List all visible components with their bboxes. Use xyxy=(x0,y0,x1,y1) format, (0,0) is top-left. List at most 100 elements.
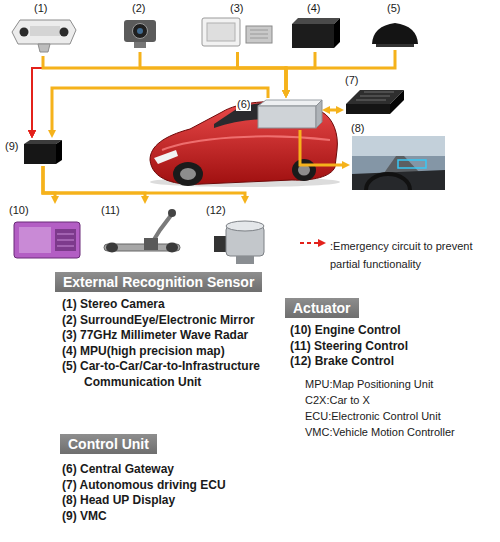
component-node: (8) xyxy=(350,122,445,190)
section-header-box: Actuator xyxy=(285,298,359,318)
list-item: (9) VMC xyxy=(62,509,292,525)
emergency-connector xyxy=(32,52,238,132)
ad-ecu-picture xyxy=(346,104,390,114)
surround-camera-picture xyxy=(124,20,156,48)
section-header-text: Actuator xyxy=(293,299,351,317)
abbreviation-note: ECU:Electronic Control Unit xyxy=(305,408,495,424)
brake-picture xyxy=(236,256,254,264)
callout-number: (2) xyxy=(131,2,146,15)
car-illustration xyxy=(162,136,330,150)
car-illustration xyxy=(173,162,203,186)
brake-picture xyxy=(214,236,226,252)
component-node: (4) xyxy=(288,2,342,52)
radar-picture xyxy=(202,18,272,46)
bus-connector xyxy=(238,52,287,92)
connector-group xyxy=(32,50,395,198)
hud-picture xyxy=(366,174,410,190)
legend-line-sample xyxy=(300,242,320,244)
list-item: (5) Car-to-Car/Car-to-Infrastructure Com… xyxy=(62,359,286,390)
bus-connector xyxy=(286,50,395,92)
component-node: (9) xyxy=(4,138,64,166)
ad-ecu-picture xyxy=(356,92,394,100)
hud-picture xyxy=(352,136,445,156)
bus-connector xyxy=(300,130,344,165)
abbreviation-note: VMC:Vehicle Motion Controller xyxy=(305,424,495,440)
gateway-picture xyxy=(258,100,322,128)
legend-text: :Emergency circuit to prevent partial fu… xyxy=(330,240,472,270)
label-column: (6) Central Gateway(7) Autonomous drivin… xyxy=(62,462,292,524)
component-node: (6) xyxy=(236,98,322,130)
callout-number: (5) xyxy=(386,2,401,15)
callout-number: (11) xyxy=(100,204,121,217)
steering-picture xyxy=(144,238,158,250)
car-illustration xyxy=(154,150,178,164)
bus-connector xyxy=(286,52,315,92)
antenna-picture xyxy=(376,44,414,47)
legend-entry: :Emergency circuit to prevent partial fu… xyxy=(330,236,495,272)
section-header-text: Control Unit xyxy=(68,435,149,453)
callout-number: (10) xyxy=(8,204,30,217)
car-illustration xyxy=(292,159,316,181)
bus-connector xyxy=(52,88,268,132)
ad-ecu-picture xyxy=(390,90,404,114)
steering-picture xyxy=(168,209,176,217)
legend-line-sample xyxy=(300,243,320,244)
gateway-picture xyxy=(258,106,316,128)
vmc-picture xyxy=(24,140,62,144)
map-unit-picture xyxy=(292,24,334,48)
callout-number: (3) xyxy=(229,2,244,15)
bus-connector xyxy=(43,166,245,198)
abbreviation-note: MPU:Map Positioning Unit xyxy=(305,376,495,392)
list-item: (10) Engine Control xyxy=(290,323,490,339)
component-node: (11) xyxy=(100,204,182,266)
map-unit-picture xyxy=(292,18,340,24)
bus-connector xyxy=(140,52,286,92)
component-node: (5) xyxy=(368,2,422,50)
radar-picture xyxy=(207,23,235,41)
surround-camera-picture xyxy=(134,42,146,48)
brake-picture xyxy=(214,221,264,264)
emergency-connector xyxy=(32,56,43,132)
component-node: (12) xyxy=(205,204,270,266)
map-unit-picture xyxy=(334,18,340,48)
legend: :Emergency circuit to prevent partial fu… xyxy=(330,236,495,272)
label-column: (1) Stereo Camera(2) SurroundEye/Electro… xyxy=(62,297,286,390)
map-unit-picture xyxy=(292,18,340,48)
list-item: (3) 77GHz Millimeter Wave Radar xyxy=(62,328,286,344)
section-header-box: Control Unit xyxy=(60,434,157,454)
steering-picture xyxy=(166,243,178,253)
emergency-connector xyxy=(32,52,140,132)
component-node: (3) xyxy=(200,2,275,52)
vmc-picture xyxy=(24,144,56,164)
car-illustration xyxy=(150,102,340,187)
engine-ecu-picture xyxy=(55,229,76,251)
surround-camera-picture xyxy=(124,20,156,42)
list-item: (11) Steering Control xyxy=(290,339,490,355)
stereo-camera-picture xyxy=(12,20,76,52)
component-node: (2) xyxy=(118,2,162,52)
gateway-picture xyxy=(316,100,322,128)
callout-number: (4) xyxy=(306,2,321,15)
vmc-picture xyxy=(24,140,62,164)
section-header-box: External Recognition Sensor xyxy=(55,272,262,292)
surround-camera-picture xyxy=(137,28,143,34)
car-illustration xyxy=(180,168,196,180)
radar-picture xyxy=(246,26,272,43)
section-header-text: External Recognition Sensor xyxy=(63,273,254,291)
label-column: (10) Engine Control(11) Steering Control… xyxy=(290,323,490,370)
stereo-camera-picture xyxy=(20,28,29,37)
callout-number: (9) xyxy=(4,140,19,153)
ad-ecu-picture xyxy=(346,90,404,114)
list-item: (8) Head UP Display xyxy=(62,493,292,509)
engine-ecu-picture xyxy=(57,234,74,246)
stereo-camera-picture xyxy=(38,44,50,52)
emergency-connector xyxy=(32,50,395,132)
surround-camera-picture xyxy=(133,24,148,39)
list-item: (6) Central Gateway xyxy=(62,462,292,478)
callout-number: (12) xyxy=(205,204,227,217)
callout-number: (1) xyxy=(33,2,48,15)
hud-picture xyxy=(398,160,426,168)
hud-picture xyxy=(352,170,445,190)
